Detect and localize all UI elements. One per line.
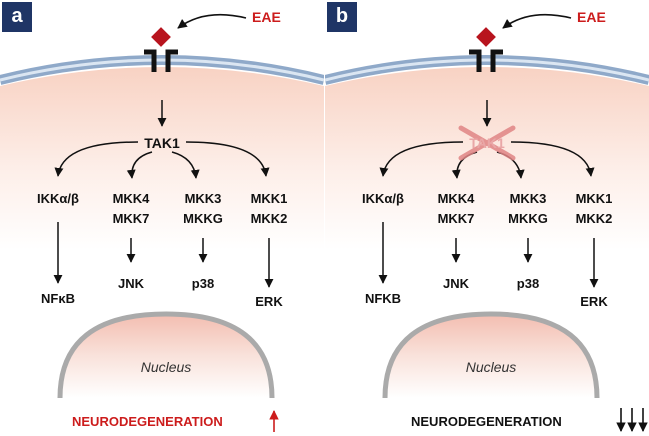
ikk-label: IKKα/β xyxy=(362,191,404,206)
neurodegeneration-down-arrows xyxy=(616,408,648,432)
nfkb-label: NFκB xyxy=(41,291,75,306)
cytoplasm xyxy=(0,67,324,250)
tak1-to-ikk-arrow xyxy=(54,141,139,177)
tak1-to-mkk47-arrow xyxy=(126,151,153,179)
ligand-label: EAE xyxy=(252,9,281,25)
mkk7-label: MKK7 xyxy=(437,211,475,226)
mkk2-label: MKK2 xyxy=(250,211,288,226)
erk-label: ERK xyxy=(580,294,608,309)
nfkb-label: NFKB xyxy=(364,291,402,306)
outcome-label: NEURODEGENERATION xyxy=(411,414,562,429)
mkk4-label: MKK4 xyxy=(112,191,150,206)
mkkg-label: MKKG xyxy=(183,211,223,226)
ligand-label: EAE xyxy=(577,9,606,25)
mkk3-label: MKK3 xyxy=(184,191,222,206)
mkk1-label: MKK1 xyxy=(250,191,288,206)
receptor xyxy=(144,49,178,72)
panel-b-graphics xyxy=(325,13,649,432)
nucleus xyxy=(385,314,597,398)
panel-badge: a xyxy=(2,2,32,32)
nucleus-label: Nucleus xyxy=(465,359,517,375)
p38-label: p38 xyxy=(191,276,215,291)
receptor xyxy=(469,49,503,72)
tak1-label-inhibited: TAK1 xyxy=(469,135,505,151)
tak1-label: TAK1 xyxy=(144,135,180,151)
mkk1-label: MKK1 xyxy=(575,191,613,206)
ligand-arrow xyxy=(177,13,247,29)
jnk-label: JNK xyxy=(117,276,144,291)
tak1-knockout-cross-icon xyxy=(458,125,516,161)
panel-a: a EAE TAK1 IKKα/β MKK4 MKK7 MKK3 MKKG MK… xyxy=(0,0,324,436)
nucleus xyxy=(60,314,272,398)
nucleus-label: Nucleus xyxy=(140,359,192,375)
p38-label: p38 xyxy=(516,276,540,291)
tak1-to-mkk3g-arrow xyxy=(171,151,200,179)
mkk2-label: MKK2 xyxy=(575,211,613,226)
mkk4-label: MKK4 xyxy=(437,191,475,206)
mkk7-label: MKK7 xyxy=(112,211,150,226)
ligand-diamond xyxy=(151,27,171,47)
tak1-to-ikk-arrow xyxy=(379,141,464,177)
outcome-label: NEURODEGENERATION xyxy=(72,414,223,429)
ligand-arrow xyxy=(502,13,572,29)
tak1-to-mkk12-arrow xyxy=(510,141,595,177)
mkk3-label: MKK3 xyxy=(509,191,547,206)
ikk-label: IKKα/β xyxy=(37,191,79,206)
erk-label: ERK xyxy=(255,294,283,309)
jnk-label: JNK xyxy=(442,276,469,291)
tak1-to-mkk12-arrow xyxy=(185,141,270,177)
cytoplasm xyxy=(325,67,649,250)
panel-b: b EAE TAK1 IKKα/β MKK4 MKK7 MKK3 MKKG MK… xyxy=(325,0,649,436)
ligand-diamond xyxy=(476,27,496,47)
panel-a-graphics xyxy=(0,13,324,432)
panel-badge: b xyxy=(327,2,357,32)
mkkg-label: MKKG xyxy=(508,211,548,226)
